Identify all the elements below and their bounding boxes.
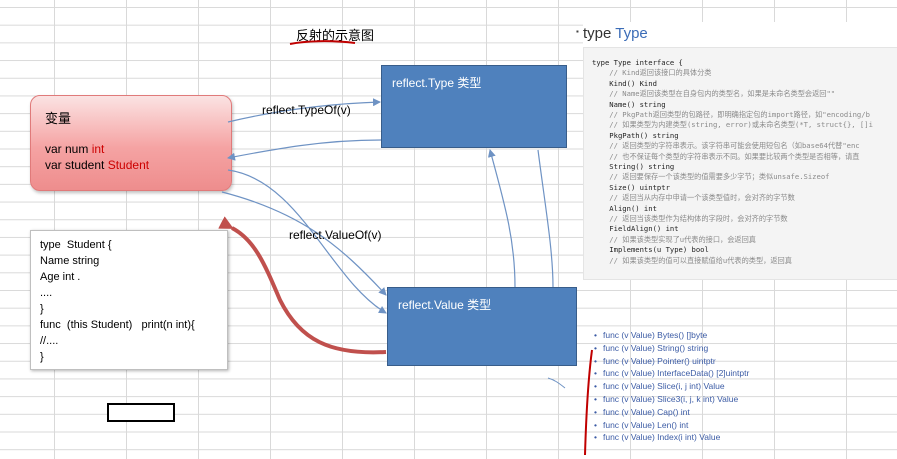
code-line: type Student { — [40, 239, 112, 251]
type-code-line: // 如果该类型的值可以直接赋值给u代表的类型，返回真 — [592, 255, 792, 265]
value-to-type-arrow-2 — [537, 149, 554, 288]
type-code-line: String() string — [592, 162, 675, 171]
code-line: } — [40, 351, 44, 363]
title-underline — [289, 40, 356, 45]
variable-line-student: var student Student — [45, 158, 149, 172]
variable-line-num: var num int — [45, 142, 104, 156]
type-code-line: // 如果类型为内建类型(string, error)或未命名类型(*T, st… — [592, 120, 873, 130]
type-code-line: // 返回要保存一个该类型的值需要多少字节；类似unsafe.Sizeof — [592, 172, 830, 182]
type-code-line: // Name返回该类型在自身包内的类型名，如果是未命名类型会返回"" — [592, 89, 836, 99]
typeof-label: reflect.TypeOf(v) — [262, 103, 351, 117]
value-method-item[interactable]: func (v Value) Pointer() uintptr — [594, 356, 716, 366]
type-code-line: Implements(u Type) bool — [592, 245, 709, 255]
code-line: Age int . — [40, 271, 81, 283]
variable-box: 变量 var num int var student Student — [30, 95, 232, 191]
value-method-item[interactable]: func (v Value) InterfaceData() [2]uintpt… — [594, 368, 749, 378]
value-method-item[interactable]: func (v Value) Cap() int — [594, 407, 690, 417]
reflect-value-box: reflect.Value 类型 — [387, 287, 577, 366]
type-code-line: // Kind返回该接口的具体分类 — [592, 68, 712, 78]
type-code-line: Name() string — [592, 99, 666, 109]
annotation-bracket — [584, 349, 593, 456]
type-to-var-arrow — [227, 139, 382, 161]
type-code-line: // 返回当从内存中申请一个该类型值时，会对齐的字节数 — [592, 193, 795, 203]
variable-line-student-type: Student — [107, 158, 150, 172]
type-code-line: type Type interface { — [592, 58, 683, 67]
var-to-value-arrow — [221, 191, 387, 296]
type-code-line: // PkgPath返回类型的包路径，即明确指定包的import路径，如"enc… — [592, 110, 870, 119]
page-title: 反射的示意图 — [296, 28, 375, 43]
type-code-line: Kind() Kind — [592, 78, 657, 88]
variable-line-student-prefix: var student — [45, 158, 108, 172]
value-to-type-arrow — [487, 149, 516, 288]
valueof-label: reflect.ValueOf(v) — [289, 228, 382, 242]
type-doc-heading: ▪ type Type — [576, 25, 648, 42]
type-code-line: // 也不保证每个类型的字符串表示不同。如果要比较两个类型是否相等，请直 — [592, 151, 860, 161]
typeof-arrow — [227, 98, 381, 123]
value-method-item[interactable]: func (v Value) String() string — [594, 343, 708, 353]
type-doc-heading-prefix: type — [583, 25, 616, 42]
value-method-item[interactable]: func (v Value) Len() int — [594, 420, 688, 430]
value-to-student-red-arrow — [218, 216, 387, 355]
code-line: .... — [40, 287, 53, 299]
code-line: //.... — [40, 335, 59, 347]
type-code-line: PkgPath() string — [592, 130, 679, 140]
variable-line-num-prefix: var num — [45, 142, 92, 156]
type-code-line: Size() uintptr — [592, 182, 670, 192]
type-code-line: // 如果该类型实现了u代表的接口，会返回真 — [592, 234, 756, 244]
value-method-item[interactable]: func (v Value) Slice(i, j int) Value — [594, 381, 725, 391]
type-code-line: // 返回当该类型作为结构体的字段时，会对齐的字节数 — [592, 214, 788, 223]
type-code-line: Align() int — [592, 203, 657, 213]
type-doc-heading-name: Type — [615, 25, 648, 42]
value-method-item[interactable]: func (v Value) Slice3(i, j, k int) Value — [594, 394, 738, 404]
code-line: } — [40, 303, 44, 315]
value-method-item[interactable]: func (v Value) Bytes() []byte — [594, 330, 707, 340]
type-code-line: // 返回类型的字符串表示。该字符串可能会使用短包名（如base64代替"enc — [592, 141, 860, 151]
anchor-dot-icon: ▪ — [576, 27, 579, 36]
variable-line-num-type: int — [91, 142, 105, 156]
reflect-value-box-label: reflect.Value 类型 — [398, 298, 492, 312]
value-method-item[interactable]: func (v Value) Index(i int) Value — [594, 432, 720, 442]
variable-box-title: 变量 — [45, 111, 72, 126]
value-box-connector — [547, 377, 566, 389]
type-code-line: FieldAlign() int — [592, 224, 679, 234]
reflect-type-box-label: reflect.Type 类型 — [392, 76, 482, 90]
code-line: Name string — [40, 255, 100, 267]
student-code-box: type Student { Name string Age int . ...… — [30, 230, 228, 370]
selected-cell[interactable] — [107, 403, 175, 422]
code-line: func (this Student) print(n int){ — [40, 319, 195, 331]
reflect-type-box: reflect.Type 类型 — [381, 65, 567, 148]
valueof-arrow — [227, 169, 387, 314]
type-interface-code: type Type interface { // Kind返回该接口的具体分类 … — [583, 47, 897, 280]
